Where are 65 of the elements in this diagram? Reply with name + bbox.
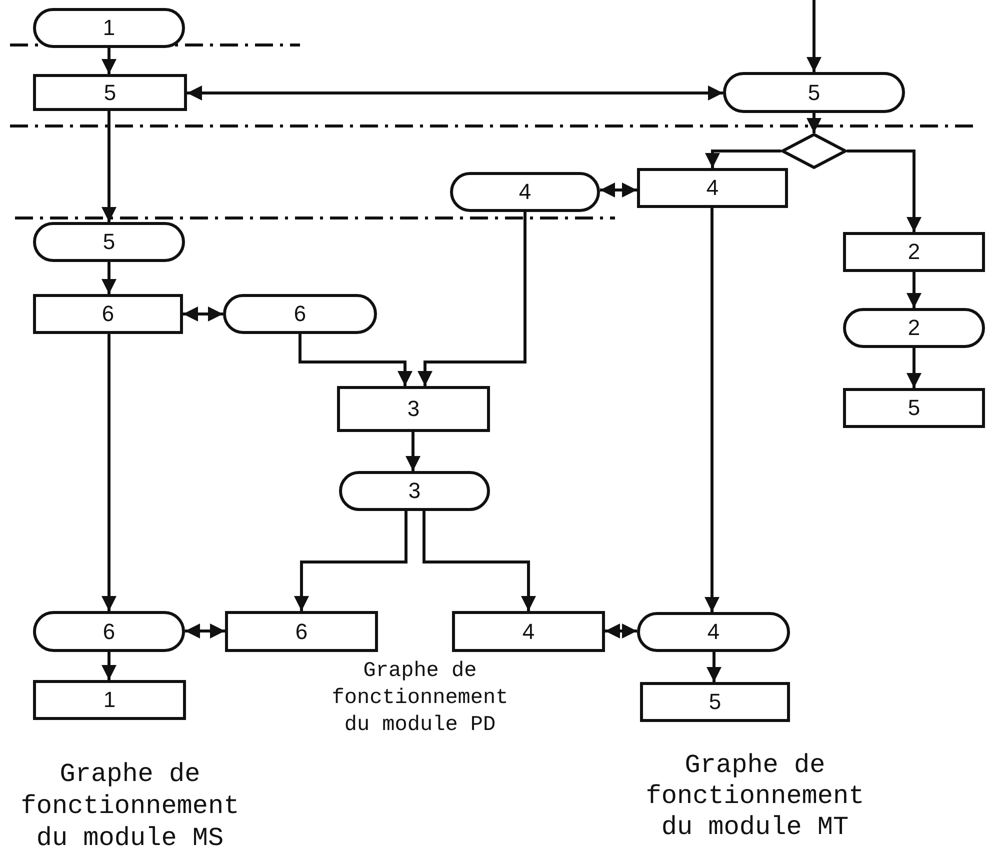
node-label: 6: [102, 618, 116, 644]
terminal-box: [450, 172, 600, 212]
arrow: [806, 0, 822, 72]
graph-caption: Graphe de fonctionnement du module MS: [20, 758, 240, 854]
node-label: 4: [707, 619, 720, 645]
process-box: [33, 294, 183, 334]
node-label: 2: [908, 239, 920, 265]
process-box: [337, 386, 490, 432]
process-box: [33, 680, 186, 720]
arrow: [906, 348, 922, 388]
arrow: [183, 306, 223, 322]
process-box: [640, 682, 790, 722]
arrow: [605, 624, 637, 638]
terminal-box: [723, 72, 905, 113]
arrow: [704, 208, 720, 612]
node-label: 5: [104, 80, 116, 106]
terminal-box: [223, 294, 377, 334]
process-box: [637, 168, 788, 208]
node-label: 1: [103, 687, 116, 713]
node-label: 6: [295, 618, 308, 644]
node-label: 6: [102, 301, 114, 327]
process-box: [452, 611, 605, 652]
arrow: [294, 511, 408, 611]
arrow: [102, 111, 116, 222]
arrow: [102, 652, 116, 680]
arrow: [600, 182, 637, 198]
node-label: 4: [522, 618, 535, 644]
process-box: [225, 611, 378, 652]
node-label: 5: [808, 80, 820, 106]
node-label: 1: [102, 15, 116, 41]
arrow: [418, 212, 526, 386]
graph-caption: Graphe de fonctionnement du module MT: [644, 750, 866, 843]
decision-diamond: [781, 133, 847, 169]
arrow: [187, 86, 723, 100]
arrow: [298, 334, 412, 386]
terminal-box: [33, 222, 185, 262]
process-box: [843, 388, 985, 428]
node-label: 5: [908, 395, 920, 421]
arrow: [406, 432, 420, 471]
node-label: 6: [294, 301, 306, 327]
arrow: [102, 334, 116, 611]
arrow: [906, 272, 922, 308]
node-label: 4: [518, 179, 532, 205]
node-label: 3: [408, 478, 421, 504]
terminal-box: [339, 471, 490, 511]
node-label: 3: [407, 396, 420, 422]
arrow: [847, 150, 922, 232]
terminal-box: [843, 308, 985, 348]
arrow: [102, 48, 116, 74]
arrow: [705, 150, 781, 168]
process-box: [33, 74, 187, 111]
arrow: [706, 652, 722, 682]
terminal-box: [637, 612, 790, 652]
graph-caption: Graphe de fonctionnement du module PD: [330, 659, 510, 739]
arrow: [185, 624, 225, 638]
terminal-box: [33, 8, 185, 48]
arrow: [102, 262, 116, 294]
node-label: 2: [908, 315, 920, 341]
node-label: 5: [102, 229, 116, 255]
process-box: [843, 232, 985, 272]
node-label: 5: [708, 689, 722, 715]
arrow: [806, 113, 822, 133]
node-label: 4: [706, 175, 719, 201]
arrow: [422, 511, 536, 611]
terminal-box: [33, 611, 185, 652]
